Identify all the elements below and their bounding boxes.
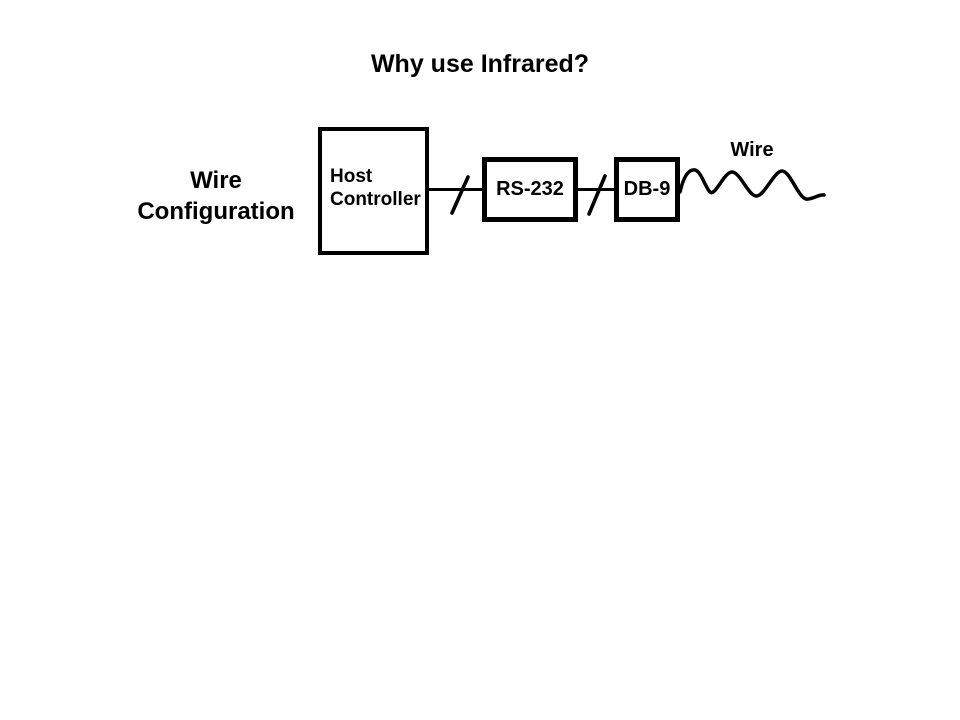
caption-line-1: Wire (190, 167, 242, 194)
host-controller-label: Host Controller (330, 165, 421, 211)
connector-line-2 (578, 188, 615, 191)
node-rs232: RS-232 (482, 157, 578, 222)
host-label-line-1: Host (330, 166, 373, 187)
bus-slash-icon (587, 174, 607, 216)
slide-title: Why use Infrared? (370, 50, 590, 78)
node-db9: DB-9 (614, 157, 680, 222)
rs232-label: RS-232 (496, 178, 564, 200)
wire-squiggle-icon (678, 168, 826, 201)
caption-line-2: Configuration (137, 198, 295, 225)
db9-label: DB-9 (623, 178, 671, 200)
wire-label: Wire (730, 139, 774, 161)
connector-line-1 (429, 188, 483, 191)
node-host-controller: Host Controller (318, 127, 429, 255)
bus-slash-icon (450, 175, 470, 215)
wire-configuration-diagram: Wire Configuration Host Controller RS-23… (0, 110, 960, 290)
host-label-line-2: Controller (330, 189, 421, 210)
diagram-caption: Wire Configuration (104, 165, 328, 227)
